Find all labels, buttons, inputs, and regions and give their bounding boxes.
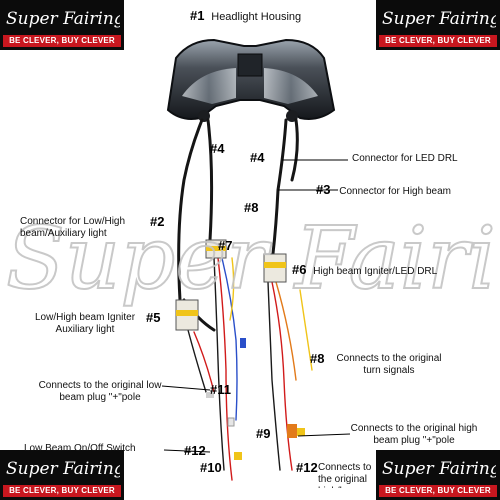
super-fairings-logo-bottom-left: Super Fairings BE CLEVER, BUY CLEVER: [0, 450, 124, 500]
callout-number: #12: [184, 443, 206, 458]
svg-text:Super Fairings: Super Fairings: [382, 459, 496, 479]
callout-number: #4: [250, 150, 265, 165]
callout-number: #8: [310, 351, 325, 366]
super-fairings-watermark: Super Fairings: [5, 208, 500, 310]
callout-9-number: #9: [256, 426, 271, 442]
callout-text: High beam Igniter/LED DRL: [313, 266, 438, 277]
callout-number: #12: [296, 460, 318, 475]
callout-11-text: Connects to the original low beam plug "…: [34, 380, 166, 404]
callout-5-text: Low/High beam Igniter Auxiliary light: [26, 312, 144, 336]
callout-5-number: #5: [146, 310, 161, 326]
callout-number: #1: [190, 8, 205, 23]
callout-number: #9: [256, 426, 271, 441]
tagline: BE CLEVER, BUY CLEVER: [379, 485, 497, 497]
callout-6: #6 High beam Igniter/LED DRL: [292, 262, 438, 278]
callout-1: #1 Headlight Housing: [190, 8, 302, 24]
callout-2-number: #2: [150, 214, 165, 230]
callout-number: #2: [150, 214, 165, 229]
wire-connectors: [206, 338, 305, 460]
callout-12-left: #12: [184, 443, 206, 459]
callout-number: #5: [146, 310, 161, 325]
callout-12-right-number: #12: [296, 460, 318, 476]
callout-8-top: #8: [244, 200, 259, 216]
callout-7: #7: [218, 238, 233, 254]
callout-text: Low/High beam Igniter Auxiliary light: [34, 312, 136, 335]
callout-11-number: #11: [210, 382, 231, 398]
callout-leaders: [161, 159, 351, 453]
callout-4-text: Connector for LED DRL: [352, 153, 458, 165]
callout-text: Connector for LED DRL: [352, 153, 458, 164]
super-fairings-logo-top-right: Super Fairings BE CLEVER, BUY CLEVER: [376, 0, 500, 50]
tagline: BE CLEVER, BUY CLEVER: [3, 485, 121, 497]
callout-4-right: #4: [250, 150, 265, 166]
svg-text:Super Fairings: Super Fairings: [6, 459, 120, 479]
super-fairings-logo-bottom-right: Super Fairings BE CLEVER, BUY CLEVER: [376, 450, 500, 500]
callout-4-left: #4: [210, 141, 225, 157]
headlight-housing: [166, 38, 336, 122]
wordmark-graphic: Super Fairings: [6, 9, 120, 29]
callout-number: #11: [210, 382, 231, 397]
callout-text: Connects to the original low beam plug "…: [38, 380, 162, 403]
callout-number: #3: [316, 182, 331, 197]
callout-3: #3 Connector for High beam: [316, 182, 451, 198]
callout-10-number: #10: [200, 460, 222, 476]
callout-12-right-text: Connects to the original high/low beam: [318, 462, 382, 488]
callout-text: Connects to the original high/low beam: [318, 462, 372, 488]
tagline: BE CLEVER, BUY CLEVER: [379, 35, 497, 47]
wordmark-graphic: Super Fairings: [382, 9, 496, 29]
callout-number: #4: [210, 141, 225, 156]
callout-10-text: Low Beam On/Off Switch: [24, 443, 136, 455]
callout-text: Low Beam On/Off Switch: [24, 443, 136, 454]
tagline: BE CLEVER, BUY CLEVER: [3, 35, 121, 47]
black-wiring: [177, 118, 299, 332]
super-fairings-logo-top-left: Super Fairings BE CLEVER, BUY CLEVER: [0, 0, 124, 50]
callout-8-bottom-text: Connects to the original turn signals: [334, 353, 444, 377]
callout-text: Headlight Housing: [211, 11, 302, 23]
callout-9-text: Connects to the original high beam plug …: [350, 423, 478, 447]
callout-number: #6: [292, 262, 307, 277]
callout-text: Connects to the original turn signals: [336, 353, 442, 376]
colored-leads: [187, 257, 313, 481]
callout-number: #7: [218, 238, 233, 253]
callout-number: #8: [244, 200, 259, 215]
callout-text: Connects to the original high beam plug …: [350, 423, 478, 446]
wordmark-graphic: Super Fairings: [6, 459, 120, 479]
callout-2-text: Connector for Low/High beam/Auxiliary li…: [20, 216, 148, 240]
svg-text:Super Fairings: Super Fairings: [6, 9, 120, 29]
callout-text: Connector for High beam: [339, 186, 451, 197]
callout-8-bottom-number: #8: [310, 351, 325, 367]
svg-text:Super Fairings: Super Fairings: [6, 209, 500, 309]
wordmark-graphic: Super Fairings: [382, 459, 496, 479]
callout-text: Connector for Low/High beam/Auxiliary li…: [20, 216, 126, 239]
svg-text:Super Fairings: Super Fairings: [382, 9, 496, 29]
callout-number: #10: [200, 460, 222, 475]
igniter-modules: [175, 239, 287, 331]
